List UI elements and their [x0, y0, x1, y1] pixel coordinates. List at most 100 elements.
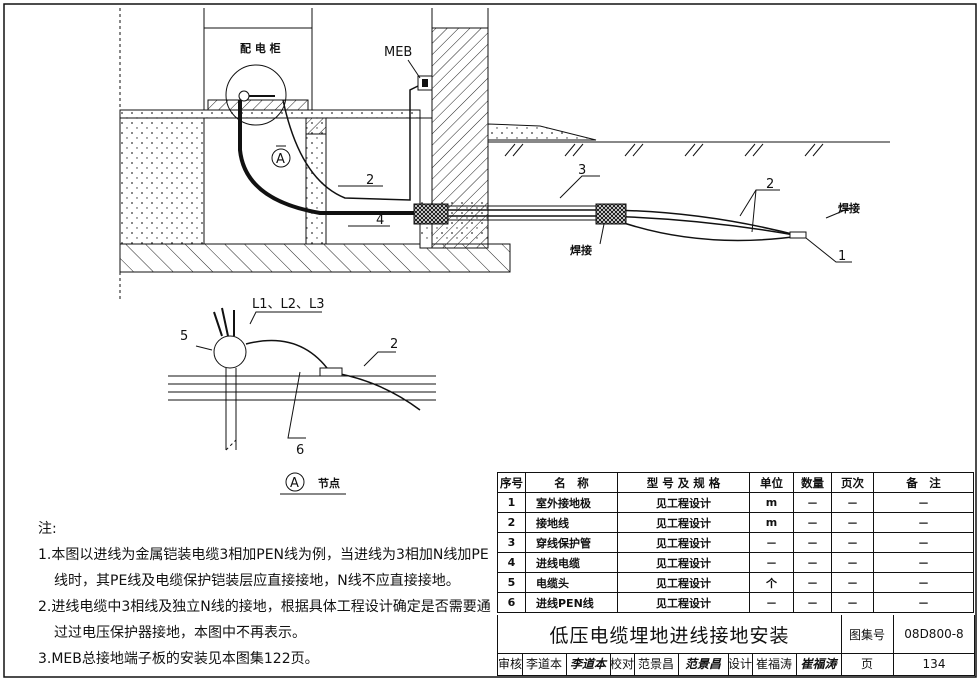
cell-unit: －	[749, 552, 794, 573]
cell-page: －	[831, 552, 874, 573]
cell-name: 进线电缆	[525, 552, 618, 573]
building-slab	[119, 8, 511, 300]
cell-spec: 见工程设计	[617, 492, 750, 513]
cell-remark: －	[873, 552, 974, 573]
notes-title: 注:	[38, 521, 57, 537]
detail-caption-marker-circle	[285, 472, 305, 492]
design-label: 设计	[728, 653, 753, 675]
cable-head-weld-2	[595, 203, 627, 225]
detail-lines-label: L1、L2、L3	[252, 297, 325, 312]
note-2-line-1: 2.进线电缆中3相线及独立N线的接地，根据具体工程设计确定是否需要通	[38, 599, 491, 615]
checker-signature: 范景昌	[678, 653, 729, 675]
ground-electrode	[789, 231, 807, 239]
note-1-line-2: 线时，其PE线及电缆保护铠装层应直接接地，N线不应直接接地。	[54, 573, 460, 589]
cell-unit: m	[749, 512, 794, 533]
page-label: 页	[841, 653, 894, 675]
header-index: 序号	[497, 472, 526, 493]
weld-label-1: 焊接	[838, 201, 860, 215]
cell-qty: －	[793, 492, 832, 513]
cell-unit: 个	[749, 572, 794, 593]
cell-index: 3	[497, 532, 526, 553]
atlas-label: 图集号	[841, 615, 894, 654]
reviewer-name: 李道本	[522, 653, 567, 675]
meb-label: MEB	[384, 45, 412, 60]
cell-spec: 见工程设计	[617, 592, 750, 613]
atlas-number: 08D800-8	[894, 615, 974, 654]
drawing-title: 低压电缆埋地进线接地安装	[498, 615, 842, 654]
designer-signature: 崔福涛	[796, 653, 842, 675]
cell-spec: 见工程设计	[617, 512, 750, 533]
meb-terminal: MEB	[384, 45, 433, 91]
cabinet-label: 配 电 柜	[240, 41, 281, 55]
cell-qty: －	[793, 572, 832, 593]
callout-2a: 2	[366, 173, 374, 188]
title-block: 低压电缆埋地进线接地安装 图集号 08D800-8 审核 李道本 李道本 校对 …	[497, 615, 975, 676]
cell-unit: －	[749, 532, 794, 553]
cell-page: －	[831, 492, 874, 513]
cell-qty: －	[793, 532, 832, 553]
cell-qty: －	[793, 592, 832, 613]
cell-qty: －	[793, 512, 832, 533]
cell-spec: 见工程设计	[617, 532, 750, 553]
cell-remark: －	[873, 592, 974, 613]
weld-label-2: 焊接	[570, 243, 592, 257]
callout-1: 1	[838, 249, 846, 264]
callout-4: 4	[376, 213, 384, 228]
cell-remark: －	[873, 572, 974, 593]
notes: 注: 1.本图以进线为金属铠装电缆3相加PEN线为例，当进线为3相加N线加PE …	[38, 516, 493, 672]
detail-callout-6: 6	[296, 443, 304, 458]
detail-callout-2: 2	[390, 337, 398, 352]
note-1-line-1: 1.本图以进线为金属铠装电缆3相加PEN线为例，当进线为3相加N线加PE	[38, 547, 489, 563]
note-3-line-1: 3.MEB总接地端子板的安装见本图集122页。	[38, 651, 319, 667]
cable-head-weld-1	[413, 203, 449, 225]
detail-callout-5: 5	[180, 329, 188, 344]
detail-a	[168, 307, 436, 451]
ground-surface	[487, 123, 890, 157]
header-qty: 数量	[793, 472, 832, 493]
cell-spec: 见工程设计	[617, 552, 750, 573]
cell-remark: －	[873, 492, 974, 513]
cell-spec: 见工程设计	[617, 572, 750, 593]
cell-page: －	[831, 592, 874, 613]
callout-2b: 2	[766, 177, 774, 192]
cell-unit: －	[749, 592, 794, 613]
header-remark: 备 注	[873, 472, 974, 493]
header-page: 页次	[831, 472, 874, 493]
cell-index: 1	[497, 492, 526, 513]
detail-caption: 节点	[318, 476, 340, 490]
cell-page: －	[831, 532, 874, 553]
note-2-line-2: 过过电压保护器接地，本图中不再表示。	[54, 625, 306, 641]
main-callouts	[271, 145, 852, 263]
signature-row: 审核 李道本 李道本 校对 范景昌 范景昌 设计 崔福涛 崔福涛 页 134	[498, 653, 974, 675]
cell-page: －	[831, 572, 874, 593]
table-header-row: 序号 名 称 型 号 及 规 格 单位 数量 页次 备 注	[497, 472, 974, 493]
cell-qty: －	[793, 552, 832, 573]
cell-index: 2	[497, 512, 526, 533]
cell-index: 5	[497, 572, 526, 593]
sheet-border	[3, 3, 977, 678]
detail-caption-marker: A	[290, 476, 299, 491]
distribution-cabinet: 配 电 柜	[203, 8, 313, 126]
cell-name: 进线PEN线	[525, 592, 618, 613]
reviewer-signature: 李道本	[566, 653, 611, 675]
review-label: 审核	[498, 653, 523, 675]
cell-index: 4	[497, 552, 526, 573]
cell-index: 6	[497, 592, 526, 613]
cell-remark: －	[873, 512, 974, 533]
page-number: 134	[922, 657, 946, 671]
header-name: 名 称	[525, 472, 618, 493]
cell-remark: －	[873, 532, 974, 553]
header-unit: 单位	[749, 472, 794, 493]
cell-name: 电缆头	[525, 572, 618, 593]
cell-name: 室外接地极	[525, 492, 618, 513]
designer-name: 崔福涛	[752, 653, 797, 675]
cell-unit: m	[749, 492, 794, 513]
callout-3: 3	[578, 163, 586, 178]
